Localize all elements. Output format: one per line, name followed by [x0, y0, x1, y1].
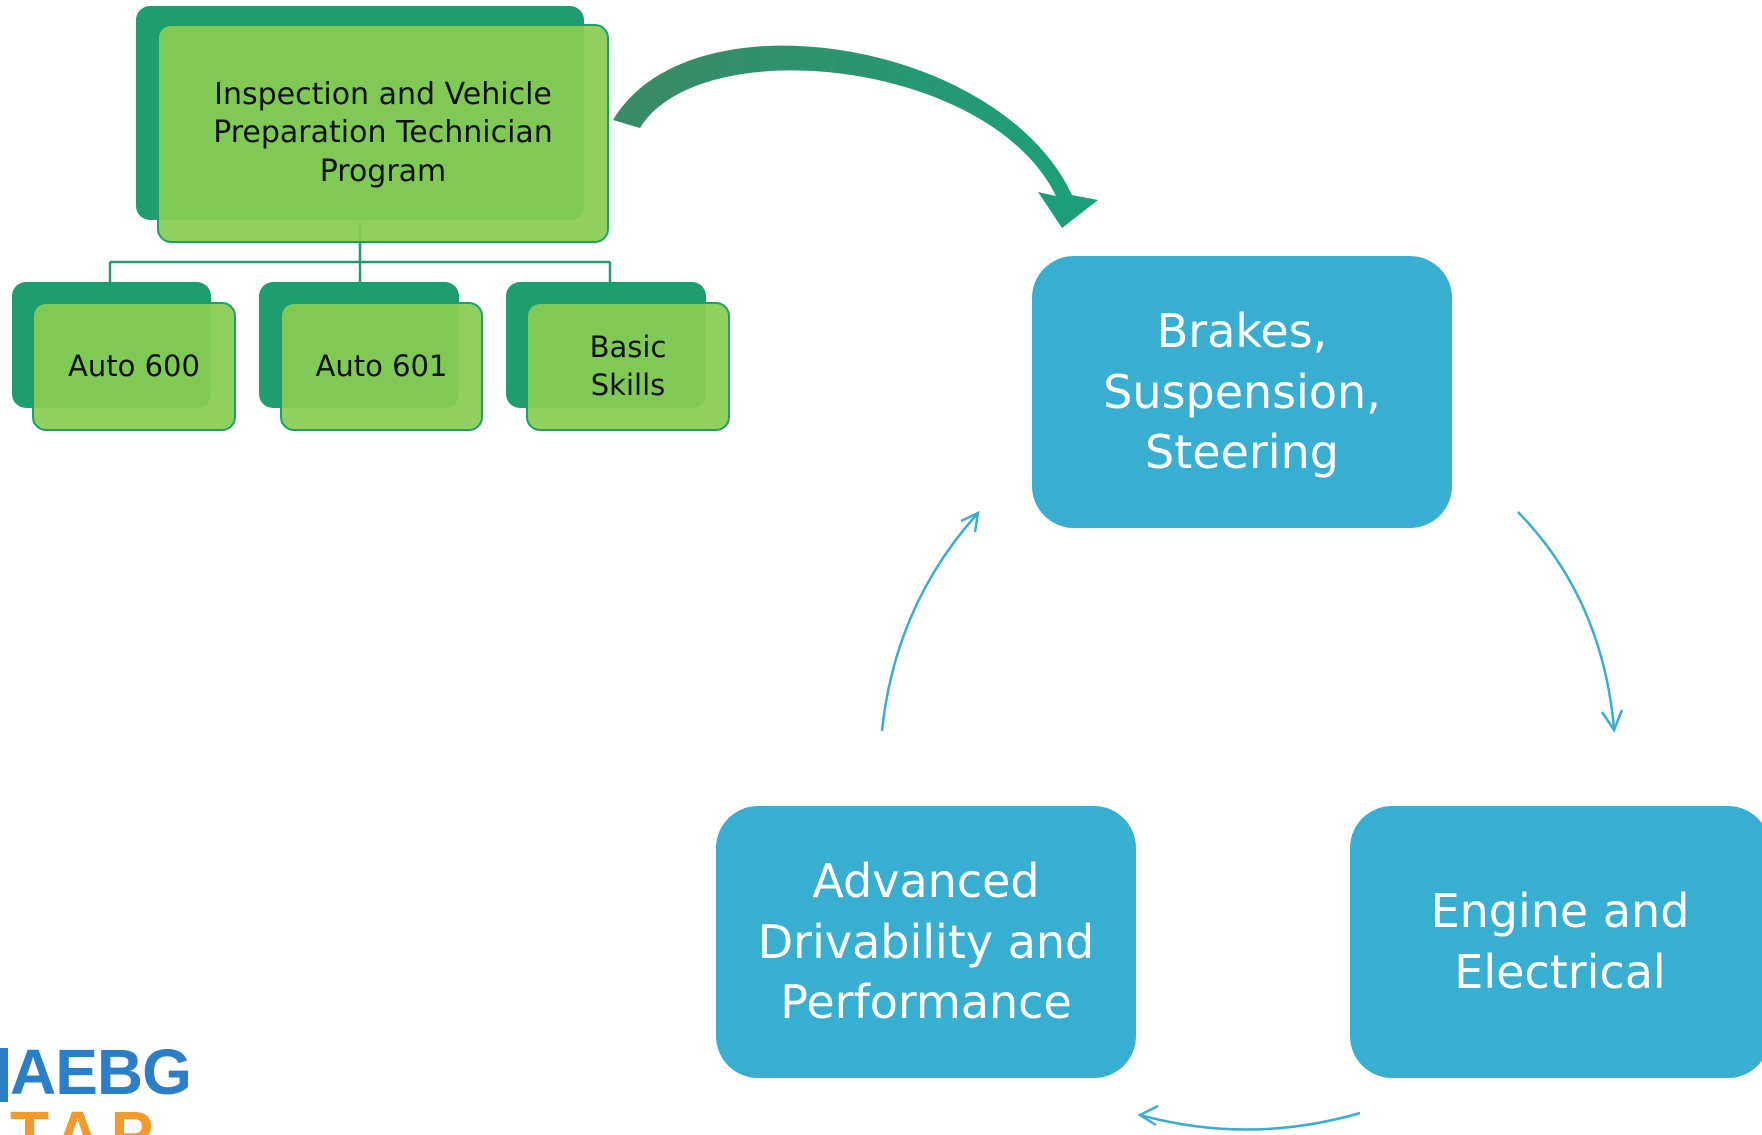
cycle-step-engine-electrical: Engine and Electrical — [1350, 806, 1762, 1078]
cycle-arrow-1 — [1517, 511, 1616, 729]
logo-mark — [0, 1048, 8, 1102]
cycle-step-advanced-drivability: Advanced Drivability and Performance — [716, 806, 1136, 1078]
course-box-auto-601: Auto 601 — [280, 302, 483, 431]
cycle-arrow-2-head — [1137, 1104, 1159, 1127]
course-label: Auto 601 — [315, 348, 448, 383]
cycle-arrow-1-head — [1600, 709, 1624, 733]
cycle-step-brakes-suspension-steering: Brakes, Suspension, Steering — [1032, 256, 1452, 528]
course-label: Basic Skills — [589, 330, 667, 402]
aebg-tap-logo: AEBG TAP — [0, 1040, 200, 1135]
cycle-step-label: Brakes, Suspension, Steering — [1103, 303, 1381, 480]
flow-arrow-to-cycle — [613, 45, 1098, 228]
course-box-auto-600: Auto 600 — [32, 302, 236, 431]
logo-line-2: TAP — [10, 1098, 164, 1135]
cycle-arrow-3 — [880, 512, 979, 732]
cycle-step-label: Advanced Drivability and Performance — [757, 853, 1095, 1030]
program-box-label: Inspection and Vehicle Preparation Techn… — [213, 76, 553, 189]
course-label: Auto 600 — [68, 348, 200, 383]
cycle-arrow-2 — [1139, 1111, 1361, 1131]
course-box-basic-skills: Basic Skills — [526, 302, 730, 431]
logo-line-1: AEBG — [10, 1040, 192, 1108]
cycle-step-label: Engine and Electrical — [1430, 884, 1690, 999]
program-box: Inspection and Vehicle Preparation Techn… — [157, 24, 609, 243]
cycle-arrow-3-head — [960, 510, 980, 533]
